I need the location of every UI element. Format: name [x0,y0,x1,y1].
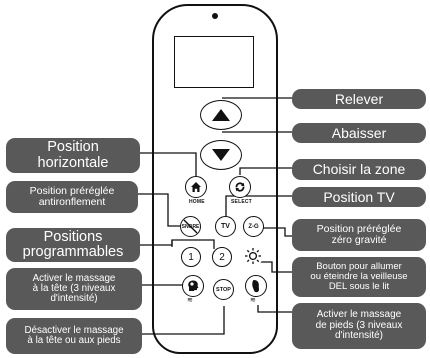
refresh-icon [235,182,245,192]
label-antironflement: Position préréglée antironflement [6,181,138,213]
zero-gravity-caption: Z-G [248,223,259,230]
remote-display [174,36,254,88]
head-massage-icon [188,280,199,291]
select-zone-button[interactable] [229,176,251,198]
tv-button[interactable]: TV [215,216,236,237]
triangle-up-icon [212,109,230,121]
home-caption: HOME [189,199,205,205]
preset-1-label: 1 [188,251,194,263]
slash-icon [183,219,198,234]
stop-button[interactable]: STOP [213,279,234,300]
label-veilleuse: Bouton pour allumer ou éteindre la veill… [292,257,426,297]
label-desactiver-massage: Désactiver le massage à la tête ou aux p… [6,318,142,354]
snore-button[interactable]: SNORE [180,216,201,237]
select-caption: SELECT [231,199,252,205]
lower-button[interactable] [200,140,242,170]
label-position-tv: Position TV [292,187,426,207]
stop-caption: STOP [216,286,231,293]
tv-caption: TV [221,223,230,230]
label-position-horizontale: Position horizontale [6,138,140,173]
foot-massage-icon [252,280,259,293]
label-massage-pieds: Activer le massage de pieds (3 niveaux d… [292,303,426,349]
house-icon [191,182,201,192]
head-massage-button[interactable] [182,275,204,297]
light-bulb-icon [245,248,261,264]
raise-button[interactable] [200,100,242,130]
preset-2-button[interactable]: 2 [212,247,232,267]
home-button[interactable] [185,176,207,198]
foot-massage-button[interactable] [245,275,267,297]
indicator-led [212,13,218,19]
preset-1-button[interactable]: 1 [181,247,201,267]
label-positions-programmables: Positions programmables [6,228,140,262]
label-zero-gravite: Position préréglée zéro gravité [292,219,426,251]
label-choisir-zone: Choisir la zone [292,159,426,180]
preset-2-label: 2 [219,251,225,263]
label-abaisser: Abaisser [292,123,426,143]
triangle-down-icon [212,149,230,161]
foot-wave-icon: ≋ [250,297,256,304]
label-massage-tete: Activer le massage à la tête (3 niveaux … [6,268,142,310]
head-wave-icon: ≋ [187,297,193,304]
light-button[interactable] [243,246,263,266]
zero-gravity-button[interactable]: Z-G [243,216,264,237]
label-relever: Relever [292,89,426,109]
